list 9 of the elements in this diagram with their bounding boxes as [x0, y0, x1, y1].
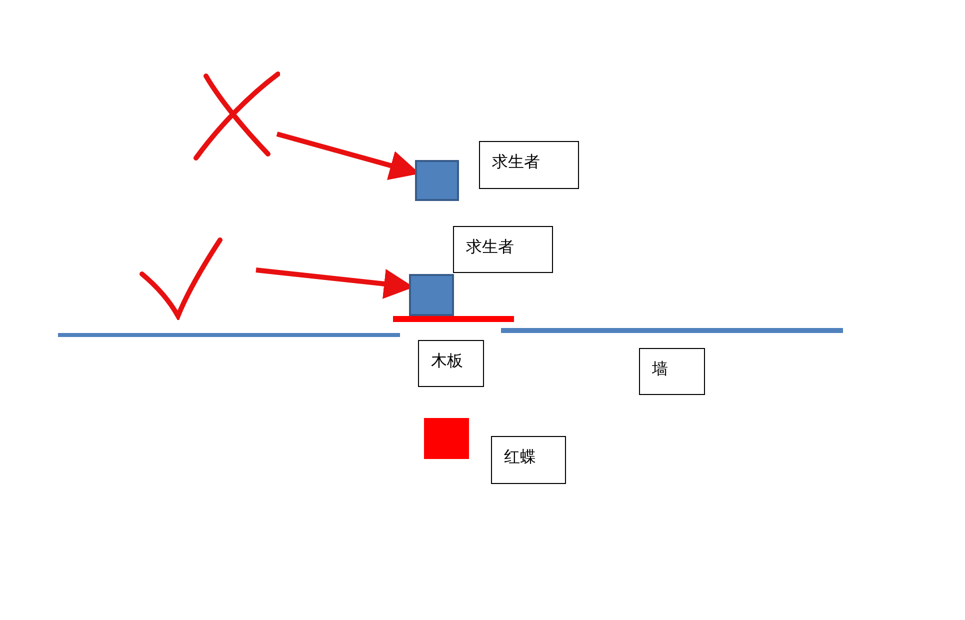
- square: [409, 274, 454, 316]
- text-box: 求生者: [479, 141, 579, 189]
- text-box: 求生者: [453, 226, 553, 273]
- text-box: 墙: [639, 348, 705, 395]
- text-box: 木板: [418, 340, 484, 387]
- square: [424, 418, 469, 459]
- check-mark: [138, 236, 224, 320]
- text-box: 红蝶: [491, 436, 566, 484]
- square: [415, 160, 459, 201]
